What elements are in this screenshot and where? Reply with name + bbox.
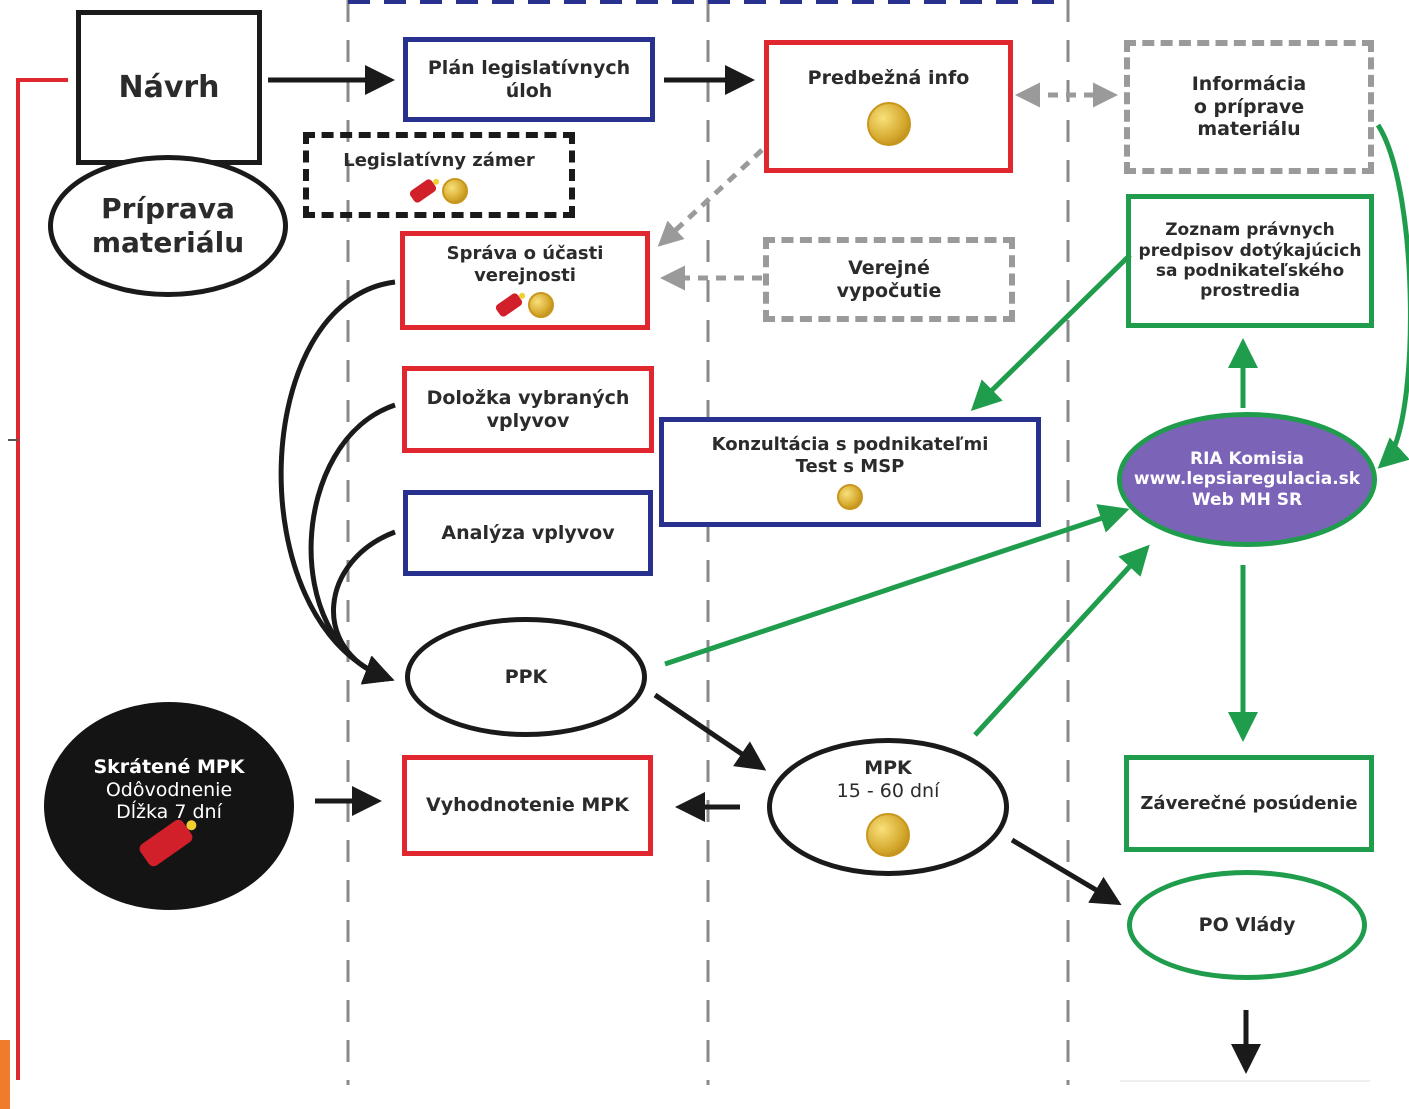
ria-ellipse: RIA Komisia www.lepsiaregulacia.sk Web M… <box>1117 412 1377 547</box>
arrow-mpk-po <box>1010 837 1122 906</box>
informacia-label-3: materiálu <box>1197 118 1301 141</box>
dolozka-label-2: vplyvov <box>486 409 570 432</box>
predbezna-box: Predbežná info <box>764 40 1013 173</box>
mpk-label-1: MPK <box>864 757 912 780</box>
arrow-dolozka-ppk <box>308 402 396 685</box>
skratene-label-3: Dĺžka 7 dní <box>116 801 222 824</box>
vyhodnotenie-label: Vyhodnotenie MPK <box>426 794 629 817</box>
konzultacia-label-2: Test s MSP <box>795 456 905 477</box>
priprava-label-2: materiálu <box>91 226 245 259</box>
plan-label-1: Plán legislatívnych <box>427 56 631 79</box>
informacia-box: Informácia o príprave materiálu <box>1124 40 1374 174</box>
po-vlady-label: PO Vlády <box>1198 913 1296 936</box>
column-separators <box>346 0 1070 1085</box>
orange-tab <box>0 1040 10 1109</box>
dynamite-icon <box>494 291 524 319</box>
sprava-label-2: verejnosti <box>474 264 576 286</box>
vyhodnotenie-box: Vyhodnotenie MPK <box>402 755 653 856</box>
zoznam-label-3: sa podnikateľského <box>1155 261 1345 281</box>
zoznam-label-1: Zoznam právnych <box>1165 220 1335 241</box>
priprava-ellipse: Príprava materiálu <box>48 155 288 297</box>
arrow-informacia-ria <box>1375 123 1409 469</box>
plan-label-2: úloh <box>505 79 553 102</box>
ppk-ellipse: PPK <box>405 617 647 737</box>
sprava-label-1: Správa o účasti <box>446 242 604 264</box>
coin-icon <box>442 177 468 204</box>
plan-box: Plán legislatívnych úloh <box>403 37 655 122</box>
dynamite-icon-large <box>137 817 198 869</box>
zamer-box: Legislatívny zámer <box>303 132 575 218</box>
coin-icon <box>528 292 554 319</box>
ppk-label: PPK <box>504 665 548 688</box>
zamer-label: Legislatívny zámer <box>343 150 535 171</box>
zoznam-box: Zoznam právnych predpisov dotýkajúcich s… <box>1126 194 1374 328</box>
zoznam-label-2: predpisov dotýkajúcich <box>1138 240 1362 261</box>
coin-icon <box>866 101 911 146</box>
arrow-predbezna-sprava <box>657 148 764 247</box>
ria-label-3: Web MH SR <box>1191 489 1303 510</box>
skratene-mpk-circle: Skrátené MPK Odôvodnenie Dĺžka 7 dní <box>44 702 294 910</box>
priprava-label-1: Príprava <box>101 192 235 226</box>
left-red-bracket <box>16 78 68 1080</box>
ria-label-1: RIA Komisia <box>1189 448 1304 469</box>
zaverecne-box: Záverečné posúdenie <box>1124 755 1374 852</box>
sprava-box: Správa o účasti verejnosti <box>400 231 650 330</box>
analyza-box: Analýza vplyvov <box>403 490 653 576</box>
skratene-label-2: Odôvodnenie <box>105 778 233 801</box>
zaverecne-label: Záverečné posúdenie <box>1140 792 1358 814</box>
mpk-ellipse: MPK 15 - 60 dní <box>767 738 1009 876</box>
skratene-label-1: Skrátené MPK <box>93 755 245 778</box>
dolozka-box: Doložka vybraných vplyvov <box>402 366 654 453</box>
verejne-box: Verejné vypočutie <box>763 237 1015 322</box>
ria-label-2: www.lepsiaregulacia.sk <box>1133 469 1361 490</box>
coin-icon <box>866 812 910 857</box>
arrow-mpk-ria <box>973 544 1150 737</box>
informacia-label-1: Informácia <box>1191 72 1307 95</box>
verejne-label-1: Verejné <box>848 256 930 279</box>
konzultacia-box: Konzultácia s podnikateľmi Test s MSP <box>659 417 1041 527</box>
po-vlady-ellipse: PO Vlády <box>1127 870 1367 980</box>
arrow-zoznam-konzultacia <box>970 253 1132 412</box>
arrow-ppk-mpk <box>653 692 767 771</box>
zoznam-label-4: prostredia <box>1200 281 1300 302</box>
analyza-label: Analýza vplyvov <box>441 521 615 544</box>
arrow-sprava-ppk <box>278 279 396 684</box>
dynamite-icon <box>408 177 438 204</box>
arrow-analyza-ppk <box>331 529 396 685</box>
navrh-label: Návrh <box>118 69 220 105</box>
mpk-label-2: 15 - 60 dní <box>836 780 940 802</box>
predbezna-label: Predbežná info <box>807 67 970 90</box>
navrh-box: Návrh <box>76 10 262 165</box>
arrow-ppk-ria <box>664 504 1130 667</box>
coin-icon <box>837 483 863 510</box>
verejne-label-2: vypočutie <box>836 279 942 302</box>
konzultacia-label-1: Konzultácia s podnikateľmi <box>711 434 989 456</box>
dolozka-label-1: Doložka vybraných <box>426 386 630 409</box>
informacia-label-2: o príprave <box>1193 95 1305 118</box>
